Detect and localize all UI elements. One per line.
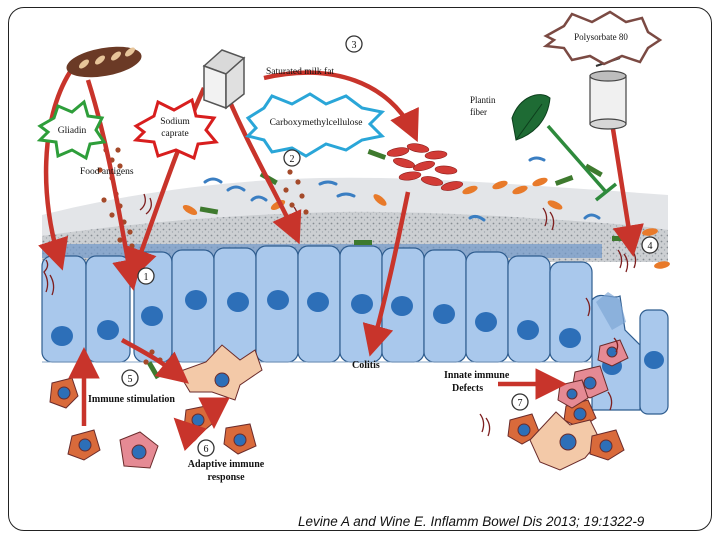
step-circles <box>121 35 659 457</box>
plantain-leaf-icon <box>511 94 551 141</box>
adherent-bacteria <box>43 193 637 437</box>
label-carboxymethylcellulose: Carboxymethylcellulose <box>270 118 363 128</box>
label-adaptive-immune-1: Adaptive immune <box>188 459 265 470</box>
label-adaptive-immune-2: response <box>207 472 245 483</box>
bacteria-blue <box>203 156 601 222</box>
cmc-star-badge <box>245 92 386 158</box>
label-plantain-1: Plantin <box>470 95 496 105</box>
step-number-5: 5 <box>128 374 133 385</box>
label-colitis: Colitis <box>352 360 380 371</box>
milk-carton-icon <box>202 49 246 110</box>
label-food-antigens: Food antigens <box>80 167 134 177</box>
bread-icon <box>66 46 142 78</box>
step-number-3: 3 <box>352 40 357 51</box>
citation: Levine A and Wine E. Inflamm Bowel Dis 2… <box>298 514 645 529</box>
bacteria-red-cluster <box>386 143 464 191</box>
gliadin-star-badge <box>36 99 107 161</box>
bacteria-orange <box>182 177 670 269</box>
label-plantain-2: fiber <box>470 107 487 117</box>
label-innate-immune-2: Defects <box>452 383 483 394</box>
step-number-6: 6 <box>204 444 209 455</box>
label-polysorbate: Polysorbate 80 <box>574 32 628 42</box>
polysorbate-star-badge <box>542 10 663 66</box>
label-sodium-caprate-2: caprate <box>161 129 188 139</box>
tin-can-icon <box>589 57 627 130</box>
step-number-4: 4 <box>648 241 653 252</box>
label-saturated-milk-fat: Saturated milk fat <box>266 66 334 77</box>
step-number-7: 7 <box>518 398 523 409</box>
step-number-1: 1 <box>144 272 149 283</box>
label-gliadin: Gliadin <box>58 126 87 136</box>
label-innate-immune-1: Innate immune <box>444 370 510 381</box>
label-immune-stimulation: Immune stimulation <box>88 394 175 405</box>
slide-frame <box>8 7 712 531</box>
plantain-inhibition-line <box>546 124 618 202</box>
sodium-caprate-star-badge <box>132 97 219 161</box>
step-number-2: 2 <box>290 154 295 165</box>
label-sodium-caprate-1: Sodium <box>160 117 190 127</box>
damaged-epithelium <box>596 292 626 330</box>
